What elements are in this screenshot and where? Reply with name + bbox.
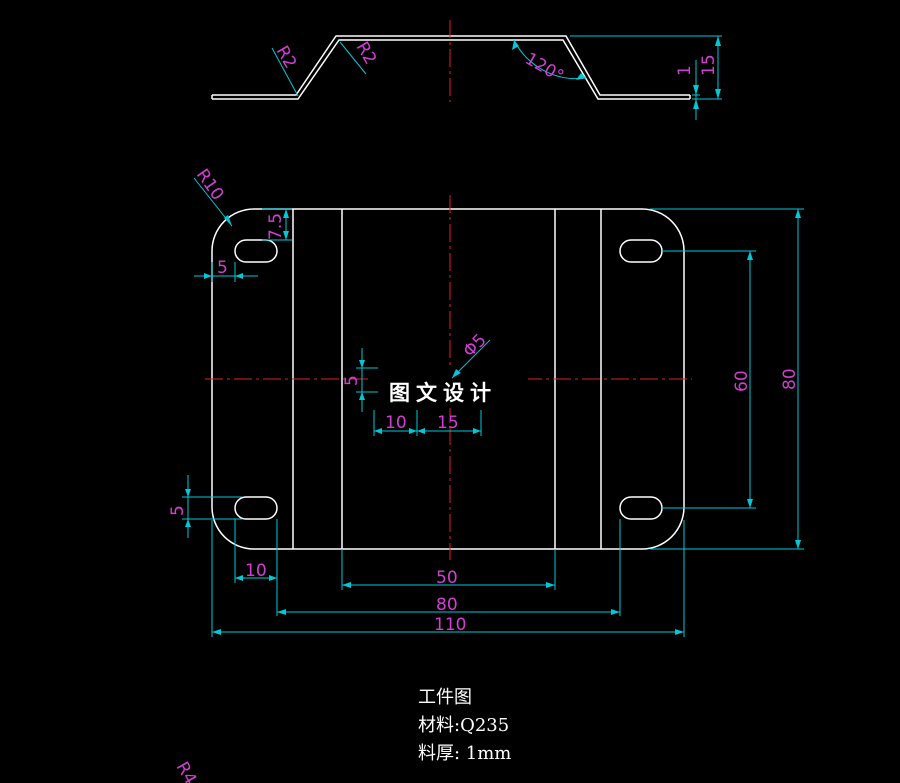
- dim-text-60: 60: [732, 370, 752, 392]
- notes-thickness: 料厚: 1mm: [418, 743, 512, 764]
- dim-80-v-arrow-a: [795, 209, 801, 218]
- dim-text-10-slot: 10: [245, 561, 267, 581]
- dim-text-r2-left: R2: [272, 43, 301, 73]
- dim-110-arrow-b: [675, 629, 684, 635]
- dim-text-r2-right: R2: [352, 39, 381, 69]
- notes-title: 工件图: [418, 687, 472, 708]
- dim-5-slot-arrow-a: [185, 489, 191, 497]
- dim-110-arrow-a: [212, 629, 221, 635]
- angle-arrow-a: [512, 40, 519, 50]
- slot-bottom-right: [619, 496, 663, 520]
- dim-text-80-h: 80: [436, 595, 458, 615]
- dim-15-arrow-b: [473, 428, 481, 434]
- r2-left-leader: [271, 47, 299, 97]
- dim-text-5-slot: 5: [168, 505, 188, 516]
- dim-15-arrow-a: [417, 428, 425, 434]
- dim-5-hole-arrow-b: [359, 392, 365, 400]
- dim-60-arrow-b: [747, 499, 753, 508]
- profile-view: R2 R2 120° 1 15: [211, 20, 722, 120]
- dim-15-arrow-bottom: [715, 89, 721, 99]
- profile-outline-outer: [212, 35, 690, 96]
- dim-5-top-arrow-a: [204, 273, 212, 279]
- dim-text-7-5: 7.5: [266, 213, 286, 240]
- watermark-background: [372, 368, 528, 408]
- notes-block: 工件图 材料:Q235 料厚: 1mm: [418, 684, 511, 768]
- dim-80-v-arrow-b: [795, 540, 801, 549]
- dim-5-hole-arrow-a: [359, 360, 365, 368]
- dim-text-15-hole: 15: [437, 413, 459, 433]
- angle-arc: [513, 39, 587, 80]
- dim-80-h-arrow-b: [611, 609, 620, 615]
- dim-60-arrow-a: [747, 251, 753, 260]
- dim-10-arrow-b: [409, 428, 417, 434]
- dim-10-slot-arrow-b: [269, 575, 277, 581]
- slot-top-right: [619, 239, 663, 263]
- slot-top-left: [234, 239, 278, 263]
- dim-text-height: 15: [699, 54, 719, 76]
- dim-text-angle: 120°: [522, 49, 567, 87]
- dim-text-r10: R10: [192, 165, 228, 204]
- dim-10-arrow-a: [374, 428, 382, 434]
- dim-text-10-hole: 10: [385, 413, 407, 433]
- dim-10-slot-arrow-a: [235, 575, 243, 581]
- dim-text-50: 50: [436, 568, 458, 588]
- dim-1-arrow-top: [693, 85, 699, 95]
- dim-50-arrow-a: [342, 582, 351, 588]
- angle-arrow-b: [576, 73, 586, 80]
- r2-right-leader: [339, 41, 367, 75]
- dim-text-hole: Φ5: [459, 330, 490, 361]
- dim-text-80-v: 80: [780, 368, 800, 390]
- dim-text-5-top: 5: [217, 258, 228, 278]
- profile-outline-inner: [212, 39, 690, 100]
- dim-5-slot-arrow-b: [185, 519, 191, 527]
- slot-bottom-left: [234, 496, 278, 520]
- dim-7-5-arrow-b: [283, 231, 289, 240]
- dim-1-arrow-bottom: [693, 99, 699, 109]
- hole-leader-arrow: [452, 369, 461, 378]
- dim-80-h-arrow-a: [277, 609, 286, 615]
- dim-text-thickness: 1: [675, 65, 695, 76]
- dim-15-arrow-top: [715, 36, 721, 46]
- dim-5-top-arrow-b: [235, 273, 243, 279]
- r10-arrow: [224, 215, 232, 226]
- corner-fragment-text: R4: [172, 759, 201, 783]
- dim-7-5-arrow-a: [283, 209, 289, 218]
- watermark-text: 图文设计: [389, 381, 497, 405]
- dim-text-5-hole: 5: [342, 375, 362, 386]
- dim-50-arrow-b: [546, 582, 555, 588]
- notes-material: 材料:Q235: [418, 715, 510, 736]
- plan-view: 图文设计 R10 7.5 5 Φ5 5: [168, 165, 804, 637]
- dim-text-110: 110: [434, 615, 466, 635]
